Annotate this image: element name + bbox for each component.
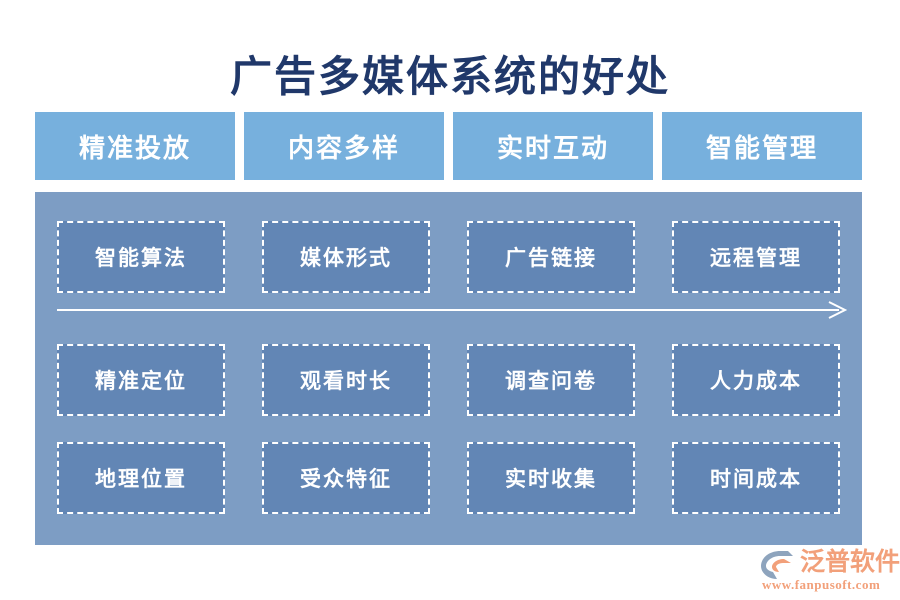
logo: 泛普软件 www.fanpusoft.com — [760, 548, 900, 596]
content-panel: 智能算法 媒体形式 广告链接 远程管理 精准定位 观看时长 调查问卷 人力成本 … — [35, 192, 862, 545]
header-cell-3[interactable]: 智能管理 — [662, 112, 862, 180]
header-cell-2[interactable]: 实时互动 — [453, 112, 653, 180]
table-row: 智能算法 媒体形式 广告链接 远程管理 — [57, 221, 840, 293]
header-row: 精准投放 内容多样 实时互动 智能管理 — [35, 112, 862, 180]
cell-r0-c1[interactable]: 媒体形式 — [262, 221, 430, 293]
logo-name: 泛普软件 — [800, 549, 900, 576]
cell-r2-c1[interactable]: 受众特征 — [262, 442, 430, 514]
cell-r0-c3[interactable]: 远程管理 — [672, 221, 840, 293]
table-row: 精准定位 观看时长 调查问卷 人力成本 — [57, 344, 840, 416]
cell-r1-c2[interactable]: 调查问卷 — [467, 344, 635, 416]
fanpu-swoosh-icon — [760, 550, 798, 580]
header-cell-1[interactable]: 内容多样 — [244, 112, 444, 180]
cell-r2-c2[interactable]: 实时收集 — [467, 442, 635, 514]
logo-url: www.fanpusoft.com — [762, 577, 881, 592]
cell-r1-c1[interactable]: 观看时长 — [262, 344, 430, 416]
header-cell-0[interactable]: 精准投放 — [35, 112, 235, 180]
cell-r0-c2[interactable]: 广告链接 — [467, 221, 635, 293]
right-arrow-icon — [57, 300, 847, 320]
cell-r2-c0[interactable]: 地理位置 — [57, 442, 225, 514]
cell-r2-c3[interactable]: 时间成本 — [672, 442, 840, 514]
cell-r0-c0[interactable]: 智能算法 — [57, 221, 225, 293]
cell-r1-c3[interactable]: 人力成本 — [672, 344, 840, 416]
cell-r1-c0[interactable]: 精准定位 — [57, 344, 225, 416]
table-row: 地理位置 受众特征 实时收集 时间成本 — [57, 442, 840, 514]
page-title: 广告多媒体系统的好处 — [229, 55, 670, 101]
